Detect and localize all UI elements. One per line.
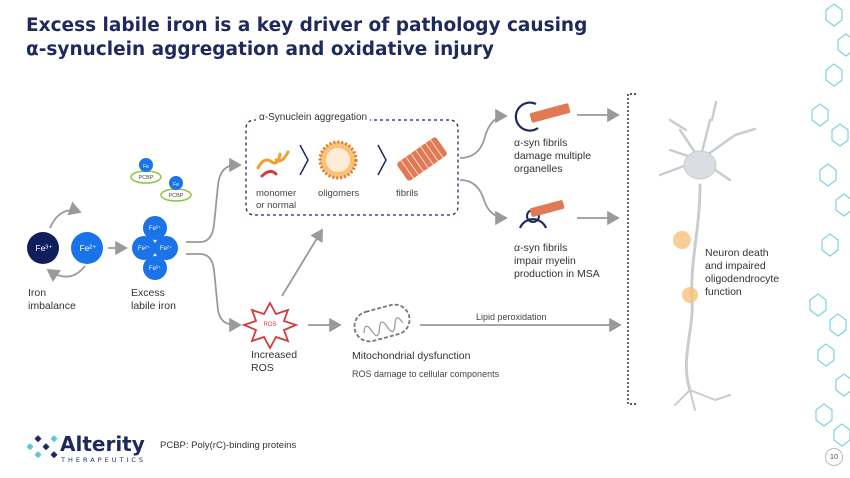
oligodendrocyte-icon xyxy=(682,287,698,303)
organelle-damage-line1: α-syn fibrils xyxy=(514,137,568,149)
myelin-line3: production in MSA xyxy=(514,268,600,280)
ros-label-line2: ROS xyxy=(251,362,274,374)
oligomer-icon xyxy=(318,140,358,180)
monomer-icon xyxy=(256,150,290,178)
hexagon-pattern-decoration xyxy=(809,3,850,447)
alterity-logo-mark xyxy=(26,435,58,459)
ros-label-line1: Increased xyxy=(251,349,298,361)
page-number: 10 xyxy=(825,448,843,466)
neuron-outcome-line1: Neuron death xyxy=(705,247,769,259)
labile-fe-label: Fe²⁺ xyxy=(137,246,151,252)
brand-subtitle: THERAPEUTICS xyxy=(61,456,147,464)
iron-imbalance-cycle xyxy=(27,201,103,283)
neuron-outcome-line3: oligodendrocyte xyxy=(705,273,780,285)
footnote: PCBP: Poly(rC)-binding proteins xyxy=(160,440,297,451)
oligomers-label: oligomers xyxy=(318,188,360,199)
monomer-label-line1: monomer xyxy=(256,188,297,199)
iron-imbalance-line2: imbalance xyxy=(28,300,76,312)
fe3-ion xyxy=(27,232,59,264)
ros-icon-label: ROS xyxy=(263,322,277,328)
title-line-1: Excess labile iron is a key driver of pa… xyxy=(26,15,588,36)
pcbp-fe-label: Fe xyxy=(173,182,179,188)
aggregation-box-title: α-Synuclein aggregation xyxy=(256,111,371,124)
arrow-to-myelin xyxy=(459,179,508,226)
arrow-to-aggregation xyxy=(186,157,242,243)
labile-iron-line1: Excess xyxy=(131,287,165,299)
myelin-impairment-icon xyxy=(518,200,565,229)
organelle-damage-line2: damage multiple xyxy=(514,150,592,162)
labile-iron-cluster xyxy=(132,216,178,280)
fe2-ion xyxy=(71,232,103,264)
fe3-label: Fe³⁺ xyxy=(35,243,53,253)
arrow-to-ros xyxy=(186,253,242,333)
organelle-damage-line3: organelles xyxy=(514,163,563,175)
arrow-to-organelles xyxy=(459,108,508,159)
fibril-bundle-icon xyxy=(397,137,447,181)
mito-subtitle: ROS damage to cellular components xyxy=(352,369,500,379)
slide-title: Excess labile iron is a key driver of pa… xyxy=(26,14,646,62)
labile-fe-label: Fe²⁺ xyxy=(148,226,162,232)
chevron-icon xyxy=(377,144,387,176)
brand-name: Alterity xyxy=(60,432,145,456)
labile-iron-line2: labile iron xyxy=(131,300,176,312)
labile-fe-label: Fe²⁺ xyxy=(159,246,173,252)
pcbp-proteins xyxy=(130,158,192,202)
title-line-2: α-synuclein aggregation and oxidative in… xyxy=(26,39,494,60)
myelin-line1: α-syn fibrils xyxy=(514,242,568,254)
mito-title: Mitochondrial dysfunction xyxy=(352,350,471,362)
fe2-label: Fe²⁺ xyxy=(79,243,97,253)
monomer-label-line2: or normal xyxy=(256,200,297,211)
myelin-line2: impair myelin xyxy=(514,255,576,267)
arrow-ros-to-aggregation xyxy=(281,228,323,297)
chevron-icon xyxy=(299,144,309,176)
iron-imbalance-line1: Iron xyxy=(28,287,47,299)
pcbp-label: PCBP xyxy=(138,175,154,181)
mitochondrion-icon xyxy=(353,303,411,343)
neuron-bracket xyxy=(627,93,636,405)
neuron-outcome-line2: and impaired xyxy=(705,260,766,272)
pcbp-fe-label: Fe xyxy=(143,164,149,170)
neuron-outcome-line4: function xyxy=(705,286,742,298)
ros-star-icon xyxy=(241,301,299,350)
organelle-damage-icon xyxy=(514,101,571,132)
fibrils-label: fibrils xyxy=(396,188,419,199)
labile-fe-label: Fe²⁺ xyxy=(148,266,162,272)
pcbp-label: PCBP xyxy=(168,193,184,199)
oligodendrocyte-icon xyxy=(673,231,691,249)
lipid-peroxidation-label: Lipid peroxidation xyxy=(476,312,547,322)
